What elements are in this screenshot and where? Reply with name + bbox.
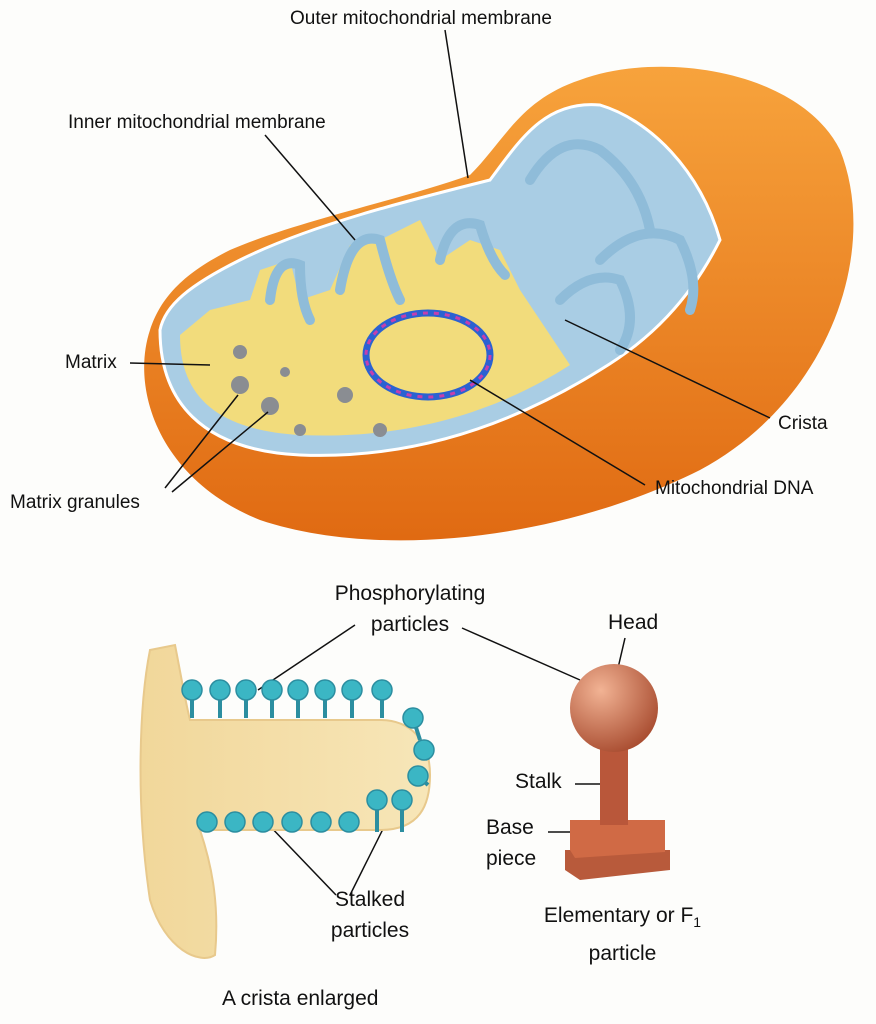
cristae-folds [265,139,699,355]
label-outer-membrane: Outer mitochondrial membrane [290,8,552,29]
particle-head [287,679,309,701]
label-line: Stalked [334,888,406,911]
label-line: particles [370,613,450,636]
mitochondrion [144,66,854,541]
stalked-particles [181,679,435,833]
label-stalk: Stalk [515,770,562,793]
matrix-granules [231,345,387,437]
label-matrix-granules: Matrix granules [10,492,140,513]
label-elementary-particle: Elementary or F1 particle [515,900,730,969]
particle-head [314,679,336,701]
label-stalked-particles: Stalked particles [300,884,440,946]
particle-head [407,765,429,787]
label-line: Base [486,816,534,839]
label-line: Phosphorylating [334,582,486,605]
particle-head [235,679,257,701]
label-base-piece: Base piece [486,812,536,874]
particle-head [366,789,388,811]
particle-head [196,811,218,833]
label-line: particles [330,919,410,942]
particle-head [371,679,393,701]
label-line: Elementary or F1 [515,900,730,938]
label-head: Head [608,611,659,634]
particle-head [341,679,363,701]
mitochondrial-dna [362,309,494,401]
f1-particle [565,664,670,880]
label-text: Elementary or F [543,904,694,927]
label-matrix: Matrix [65,352,117,373]
label-mitochondrial-dna: Mitochondrial DNA [655,478,814,499]
label-line: particle [588,942,657,966]
particle-head [181,679,203,701]
label-inner-membrane: Inner mitochondrial membrane [68,112,326,133]
particle-head [209,679,231,701]
particle-head [391,789,413,811]
label-subscript: 1 [693,914,702,931]
label-crista-enlarged: A crista enlarged [222,987,379,1010]
particle-head [224,811,246,833]
particle-head [252,811,274,833]
particle-head [338,811,360,833]
label-phosphorylating-particles: Phosphorylating particles [310,578,510,640]
particle-head [310,811,332,833]
particle-head [413,739,435,761]
particle-head [281,811,303,833]
crista-membrane [139,643,432,959]
particle-head [261,679,283,701]
label-crista: Crista [778,413,828,434]
particle-head [402,707,424,729]
crista-enlarged [139,643,435,959]
label-line: piece [486,847,537,870]
